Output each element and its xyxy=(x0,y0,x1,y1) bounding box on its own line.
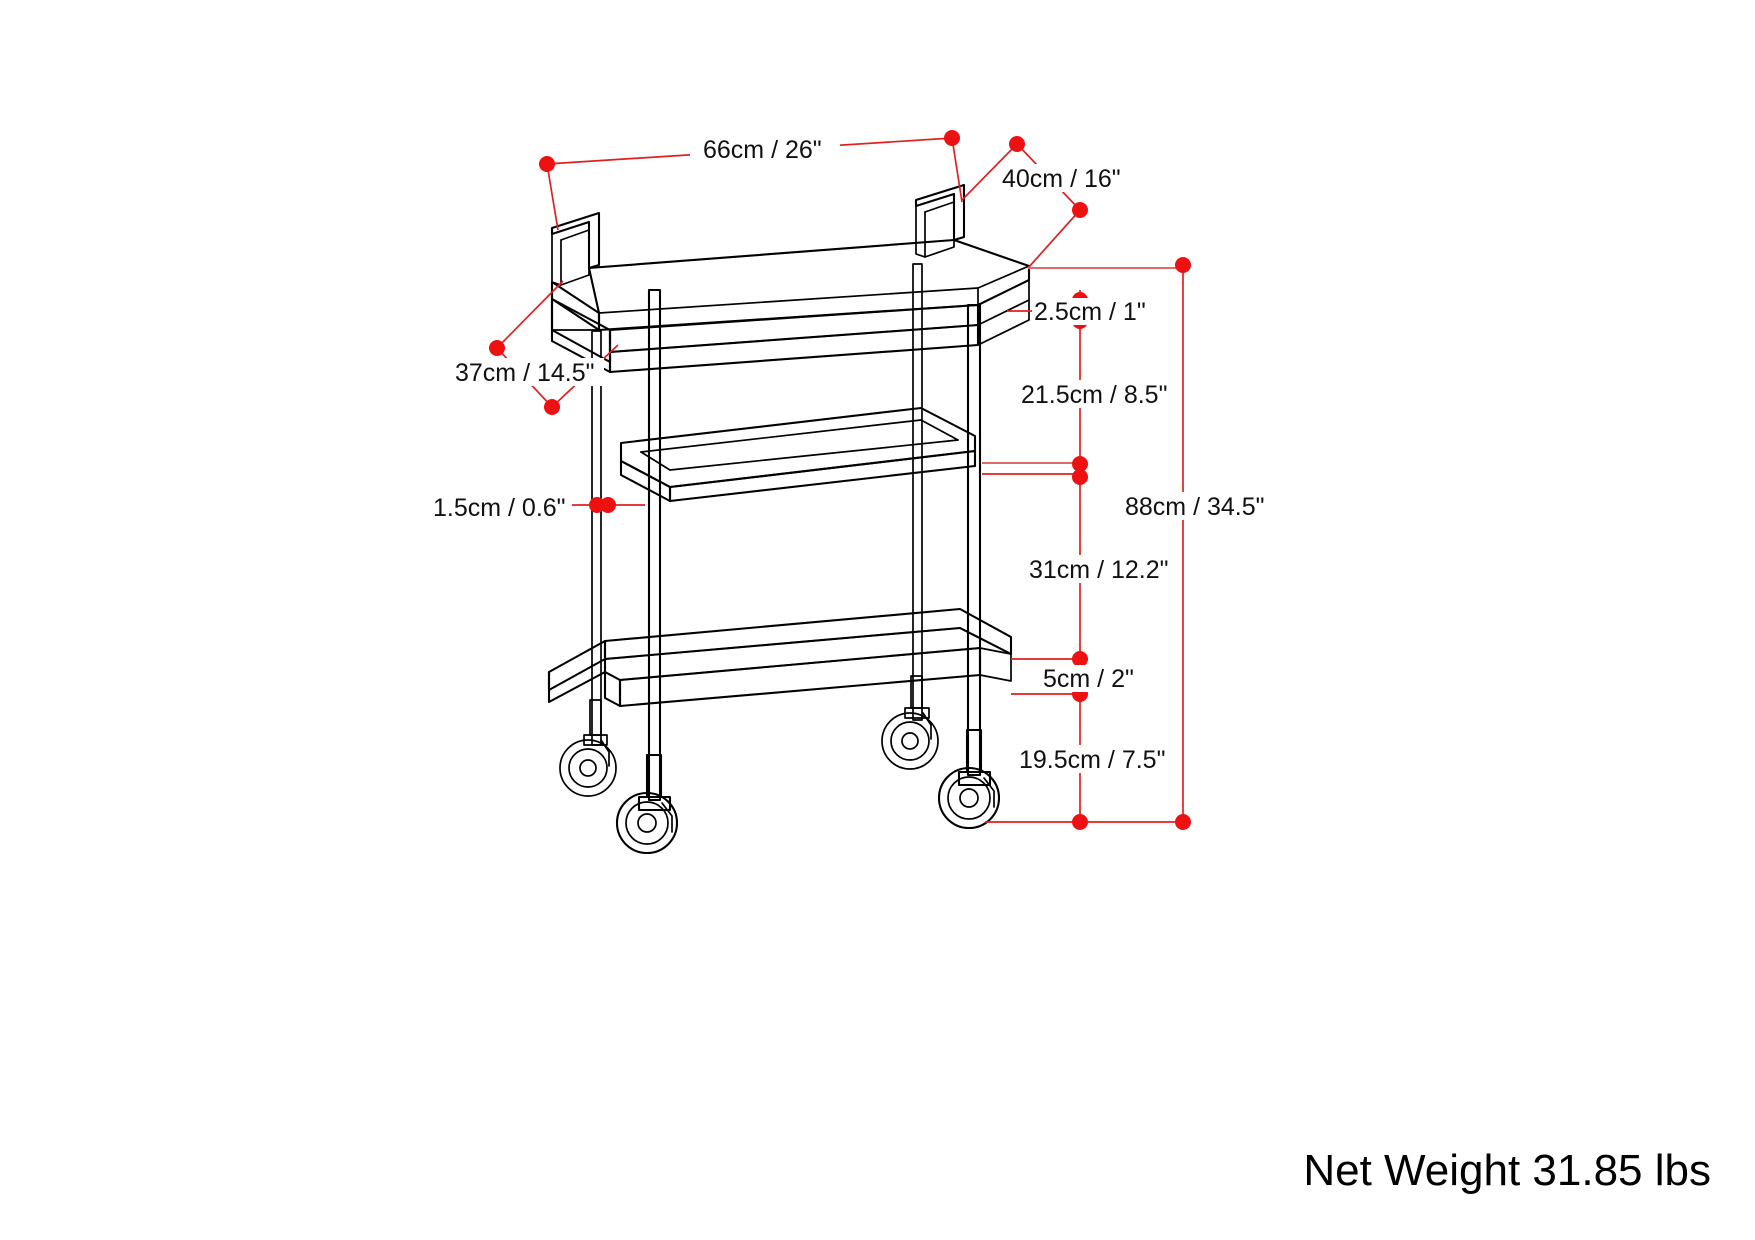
left-handle-upright-top-face xyxy=(560,221,590,241)
middle-shelf-inner-front xyxy=(640,439,959,471)
caster-front-left xyxy=(615,753,679,855)
top-shelf-front-bottom-edge xyxy=(609,324,979,353)
caster-bl-wheel-outer xyxy=(559,739,617,797)
dim-overall-dot-top xyxy=(1175,257,1191,273)
caster-fl-fork xyxy=(661,802,673,833)
dim-width-label-bg xyxy=(690,134,840,162)
caster-br-hub xyxy=(901,732,919,750)
dimension-chain-vertical: 2.5cm / 1" 21.5cm / 8.5" 31cm / 12.2" 5c… xyxy=(982,267,1183,830)
dim-width-right-ext xyxy=(951,137,963,203)
dim-width-label: 66cm / 26" xyxy=(703,136,822,164)
dim-toprail-label-bg xyxy=(1032,298,1152,325)
dim-tray-dot-top xyxy=(1072,651,1088,667)
front-right-post xyxy=(966,303,982,777)
caster-br-swivel xyxy=(904,707,930,719)
dim-thickness-dot-a xyxy=(589,497,605,513)
caster-fr-wheel-mid xyxy=(947,776,991,820)
dim-chain-dot-floor xyxy=(1072,814,1088,830)
dim-thickness-label: 1.5cm / 0.6" xyxy=(433,494,566,522)
right-handle-upright-inner xyxy=(915,205,926,258)
caster-bl-fork xyxy=(600,739,610,767)
caster-bl-hub xyxy=(579,759,597,777)
caster-br-wheel-outer xyxy=(881,712,939,770)
dim-shelfdepth-dot-top xyxy=(489,340,505,356)
dim-depth-label-bg xyxy=(998,164,1120,192)
dim-thickness-dot-b xyxy=(600,497,616,513)
caster-fl-wheel-outer xyxy=(615,791,679,855)
left-handle-upright-inner xyxy=(551,233,562,286)
dim-depth-label: 40cm / 16" xyxy=(1002,165,1121,193)
dim-overall-dot-bottom xyxy=(1175,814,1191,830)
dim-uppergap-label: 21.5cm / 8.5" xyxy=(1021,381,1167,409)
dimension-bottom-tray-height: 5cm / 2" xyxy=(1040,651,1144,702)
front-left-post xyxy=(647,288,662,802)
dim-thickness-label-bg xyxy=(430,494,572,522)
dimension-clearance-height: 19.5cm / 7.5" xyxy=(1016,745,1168,774)
dim-tray-label-bg xyxy=(1040,665,1144,692)
dim-depth-dot-bottom xyxy=(1072,202,1088,218)
dim-clearance-label-bg xyxy=(1016,745,1168,773)
net-weight-label: Net Weight 31.85 lbs xyxy=(1303,1146,1711,1195)
dimension-shelf-depth: 37cm / 14.5" xyxy=(452,280,619,415)
caster-back-left xyxy=(559,699,617,797)
right-handle-upright-bottom-face xyxy=(924,239,955,258)
bottom-tray-left-lip-outer xyxy=(547,657,607,704)
middle-shelf-inner-edge xyxy=(640,419,959,453)
dim-lowergap-label: 31cm / 12.2" xyxy=(1029,556,1169,584)
dimension-top-rail-height: 2.5cm / 1" xyxy=(1032,292,1152,329)
top-shelf-assembly xyxy=(550,183,1031,374)
caster-fl-swivel xyxy=(637,795,672,812)
caster-br-wheel-mid xyxy=(890,721,930,761)
dim-depth-dot-top xyxy=(1009,136,1025,152)
casters xyxy=(559,675,1001,855)
dim-shelfdepth-dot-bottom xyxy=(544,399,560,415)
top-shelf-right-end-cap xyxy=(977,299,1030,346)
dim-shelfdepth-upper-leg xyxy=(496,280,564,349)
dim-depth-lower-leg xyxy=(1027,209,1081,269)
dim-depth-upper-left-leg xyxy=(961,143,1018,201)
caster-fr-hub xyxy=(959,788,979,808)
dimension-width: 66cm / 26" xyxy=(539,130,963,231)
dimension-lower-gap: 31cm / 12.2" xyxy=(1026,555,1178,584)
dim-midshelf-dot-top xyxy=(1072,456,1088,472)
dim-overall-label-bg xyxy=(1122,492,1282,520)
caster-br-fork xyxy=(922,712,932,740)
right-handle-upright-top-face xyxy=(924,193,955,213)
dimension-frame-thickness: 1.5cm / 0.6" xyxy=(430,494,645,522)
dim-clearance-label: 19.5cm / 7.5" xyxy=(1019,746,1165,774)
bottom-tray-right-end-face xyxy=(979,647,1012,682)
dim-shelfdepth-label: 37cm / 14.5" xyxy=(455,359,595,387)
bar-cart-illustration xyxy=(547,183,1031,855)
dim-overall-label: 88cm / 34.5" xyxy=(1125,493,1265,521)
dim-uppergap-label-bg xyxy=(1018,380,1178,408)
middle-shelf xyxy=(619,406,977,503)
dimension-overall-height: 88cm / 34.5" xyxy=(1122,257,1282,830)
top-shelf-left-end-block xyxy=(550,297,612,374)
dim-width-dot-left xyxy=(539,156,555,172)
bottom-tray xyxy=(547,607,1013,708)
caster-fr-fork xyxy=(983,777,995,808)
dimension-upper-gap: 21.5cm / 8.5" xyxy=(1018,380,1178,409)
dim-width-dot-right xyxy=(944,130,960,146)
dim-toprail-label: 2.5cm / 1" xyxy=(1034,298,1146,326)
bottom-tray-floor-back xyxy=(604,627,1012,660)
caster-back-right xyxy=(881,675,939,770)
dim-width-left-ext xyxy=(546,163,559,231)
caster-front-right xyxy=(937,728,1001,830)
dim-shelfdepth-label-bg xyxy=(452,358,604,386)
back-right-post xyxy=(912,263,923,721)
caster-bl-wheel-mid xyxy=(568,748,608,788)
frame-posts xyxy=(591,263,982,802)
dim-lowergap-label-bg xyxy=(1026,555,1178,583)
caster-bl-swivel xyxy=(583,734,608,746)
caster-fl-hub xyxy=(637,813,657,833)
caster-fl-wheel-mid xyxy=(625,801,669,845)
dim-tray-label: 5cm / 2" xyxy=(1043,665,1134,693)
caster-fr-wheel-outer xyxy=(937,766,1001,830)
dim-midshelf-dot-bottom xyxy=(1072,469,1088,485)
dimension-depth: 40cm / 16" xyxy=(961,136,1121,269)
